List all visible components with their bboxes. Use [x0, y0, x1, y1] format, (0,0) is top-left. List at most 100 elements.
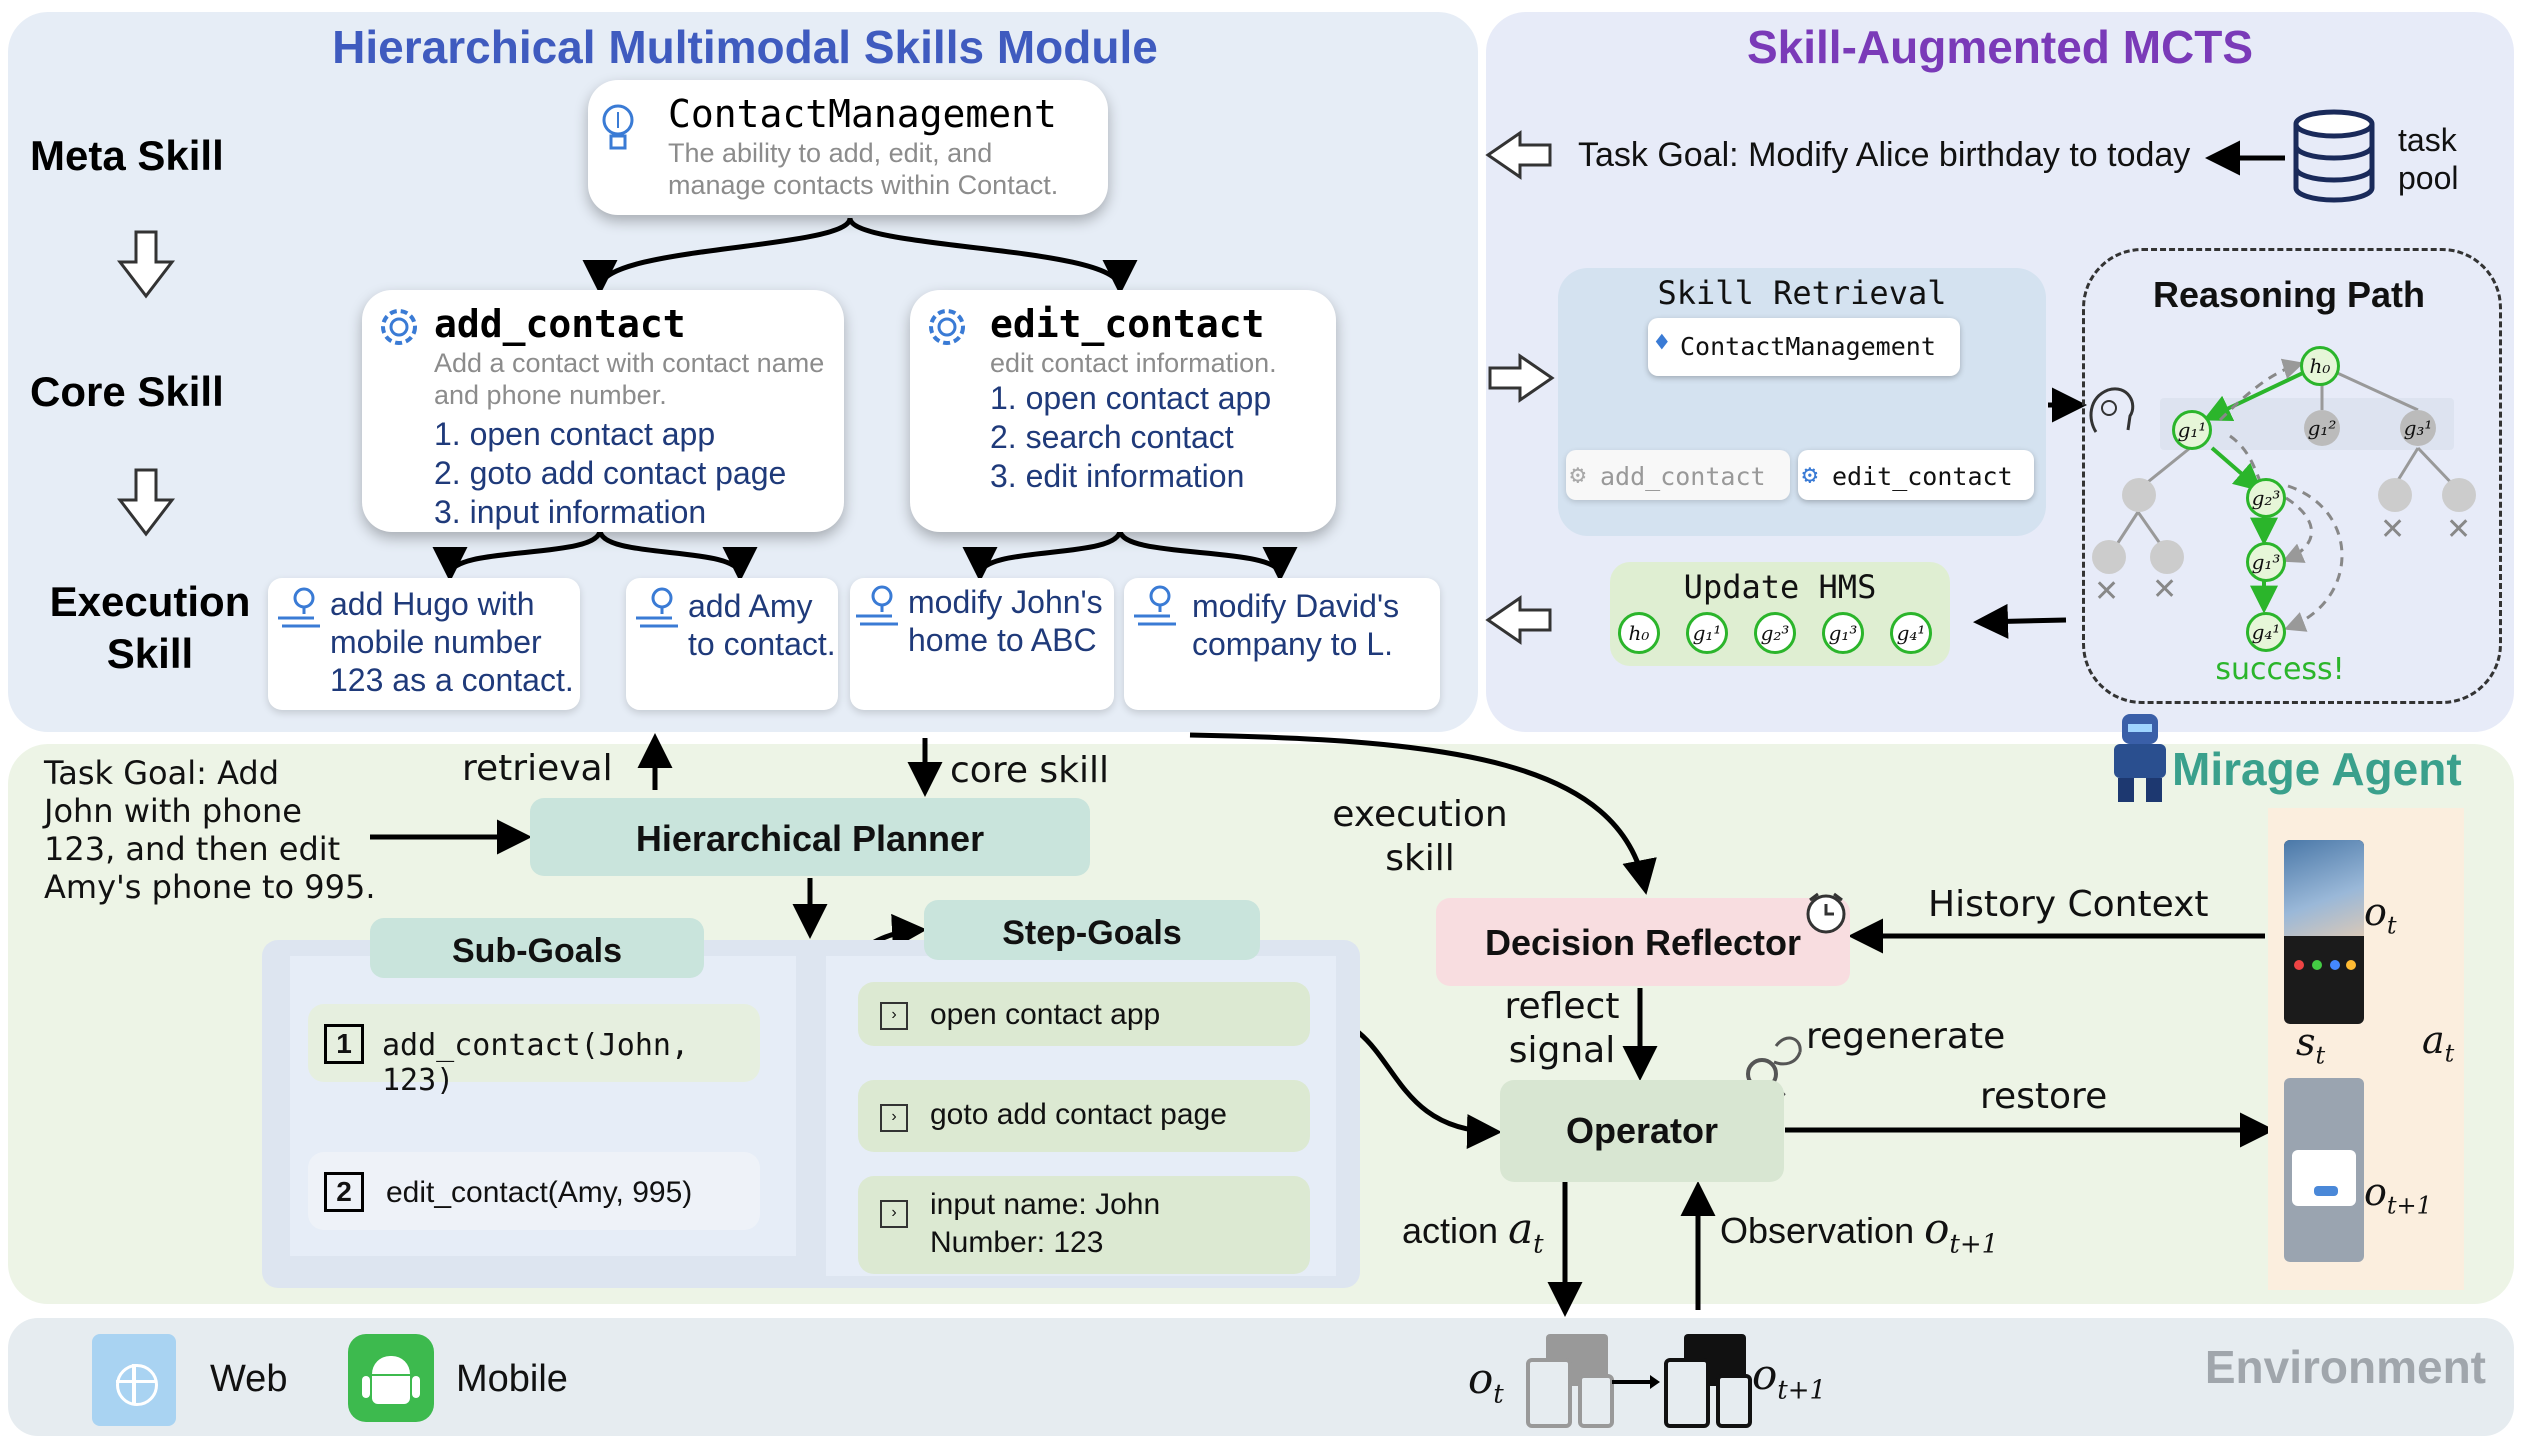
core-skill-label: Core Skill	[30, 368, 224, 415]
tree-node-h0: h₀	[2300, 346, 2340, 386]
chevron-right-icon: ›	[880, 1200, 908, 1228]
agent-task-goal-line: John with phone	[44, 792, 302, 830]
gear-icon	[381, 309, 417, 345]
stepgoal-item: › goto add contact page	[858, 1080, 1310, 1152]
right-arrow-icon	[1488, 353, 1555, 403]
task-pool-label-line1: task	[2398, 122, 2457, 158]
phone-screenshot-home	[2284, 840, 2364, 1024]
fail-x-icon: ✕	[2380, 513, 2406, 546]
stepgoal-text: Number: 123	[930, 1226, 1104, 1259]
tree-node-gray	[2150, 540, 2184, 574]
core-skill-name: add_contact	[434, 302, 686, 346]
stepgoals-title: Step-Goals	[1002, 914, 1182, 952]
route-pin-icon	[1134, 585, 1176, 626]
subgoal-item: 1 add_contact(John, 123)	[308, 1004, 760, 1098]
gear-icon	[929, 309, 965, 345]
action-text: action	[1402, 1210, 1499, 1251]
operator-label: Operator	[1565, 1110, 1719, 1151]
environment-title: Environment	[2204, 1341, 2486, 1393]
chevron-right-icon: ›	[880, 1002, 908, 1030]
head-lightbulb-icon	[2089, 387, 2135, 433]
meta-skill-card: ContactManagement The ability to add, ed…	[588, 80, 1108, 215]
route-pin-icon	[278, 587, 320, 628]
node-g32: g₂³	[1754, 612, 1796, 654]
down-arrow-icon	[116, 230, 176, 299]
decision-reflector: Decision Reflector	[1436, 898, 1850, 986]
execution-skill-card: modify David's company to L.	[1124, 578, 1440, 710]
observation-text: Observation	[1720, 1210, 1915, 1251]
web-label: Web	[210, 1358, 288, 1400]
fail-x-icon: ✕	[2446, 513, 2472, 546]
skill-retrieval-meta-name: ContactManagement	[1680, 332, 1936, 361]
history-context-label: History Context	[1928, 884, 2209, 925]
tree-node-gray	[2378, 478, 2412, 512]
s-t-symbol: st	[2296, 1020, 2326, 1070]
execution-skill-label-line2: Skill	[106, 630, 194, 677]
retrieval-label: retrieval	[462, 748, 613, 789]
mobile-label: Mobile	[456, 1358, 568, 1400]
skill-retrieval-title: Skill Retrieval	[1657, 274, 1947, 312]
execution-skill-line: add Hugo with	[330, 586, 535, 622]
agent-robot-icon	[2108, 714, 2172, 804]
fail-x-icon: ✕	[2094, 575, 2120, 608]
execution-skill-line: to contact.	[688, 626, 836, 662]
env-arrow	[1612, 1375, 1660, 1389]
reasoning-path-title: Reasoning Path	[2152, 274, 2426, 315]
tree-node-gray	[2092, 540, 2126, 574]
stepgoal-item: › input name: John Number: 123	[858, 1176, 1310, 1274]
o-t-symbol: ot	[2364, 890, 2397, 940]
subgoals-title: Sub-Goals	[451, 932, 623, 970]
core-skill-step: 1. open contact app	[990, 380, 1272, 416]
execution-skill-line: add Amy	[688, 588, 813, 624]
tree-node-gray	[2122, 478, 2156, 512]
decision-reflector-label: Decision Reflector	[1484, 922, 1802, 963]
execution-skill-label-1: execution	[1332, 794, 1508, 835]
agent-task-goal-line: 123, and then edit	[44, 830, 341, 868]
devices-black-icon	[1664, 1334, 1752, 1428]
meta-skill-desc-line1: The ability to add, edit, and	[668, 138, 993, 168]
skill-retrieval-meta: ♦ ContactManagement	[1648, 318, 1960, 376]
a-t-phone-symbol: at	[2422, 1018, 2455, 1068]
android-icon	[348, 1334, 434, 1422]
core-skill-arrow-label: core skill	[950, 750, 1110, 791]
subgoal-text: add_contact(John, 123)	[382, 1028, 690, 1098]
execution-skill-line: modify John's	[908, 584, 1103, 620]
update-hms-title: Update HMS	[1683, 568, 1877, 606]
execution-skill-line: mobile number	[330, 624, 542, 660]
restore-label: restore	[1980, 1076, 2108, 1117]
core-skill-step: 2. search contact	[990, 419, 1234, 455]
agent-task-goal-line: Task Goal: Add	[44, 754, 280, 792]
execution-skill-line: 123 as a contact.	[330, 662, 574, 698]
chevron-right-icon: ›	[880, 1104, 908, 1132]
stepgoal-item: › open contact app	[858, 982, 1310, 1046]
tree-node-g21: g₁²	[2304, 410, 2340, 446]
node-g11: g₁¹	[1686, 612, 1728, 654]
core-skill-desc-line1: edit contact information.	[990, 348, 1277, 378]
route-pin-icon	[636, 587, 678, 628]
alarm-clock-icon	[1806, 892, 1846, 934]
subgoal-text: edit_contact(Amy, 995)	[386, 1176, 693, 1209]
action-label: action at	[1402, 1204, 1544, 1259]
core-skill-card-edit-contact: edit_contact edit contact information. 1…	[910, 290, 1336, 532]
stepgoal-text: goto add contact page	[930, 1098, 1227, 1131]
hms-title: Hierarchical Multimodal Skills Module	[332, 21, 1158, 73]
a-t-symbol: at	[1508, 1204, 1544, 1260]
stepgoal-text: open contact app	[930, 998, 1161, 1031]
core-skill-step: 2. goto add contact page	[434, 455, 787, 491]
success-label: success!	[2215, 652, 2345, 687]
hierarchical-planner: Hierarchical Planner	[530, 798, 1090, 876]
left-arrow-icon	[1485, 595, 1552, 645]
operator: Operator	[1500, 1080, 1784, 1182]
subgoal-number: 1	[324, 1024, 364, 1064]
lightbulb-icon	[602, 104, 634, 150]
execution-skill-line: modify David's	[1192, 588, 1400, 624]
core-skill-step: 1. open contact app	[434, 416, 716, 452]
task-pool-label-line2: pool	[2398, 160, 2459, 196]
left-arrow-icon	[1485, 130, 1552, 180]
core-skill-step: 3. edit information	[990, 458, 1245, 494]
hierarchical-planner-label: Hierarchical Planner	[635, 818, 985, 859]
down-arrow-icon	[116, 468, 176, 537]
update-hms-chain: h₀ g₁¹ g₂³ g₁³ g₄¹	[1614, 612, 1950, 654]
core-skill-card-add-contact: add_contact Add a contact with contact n…	[362, 290, 844, 532]
tree-node-g11: g₁¹	[2172, 410, 2212, 450]
